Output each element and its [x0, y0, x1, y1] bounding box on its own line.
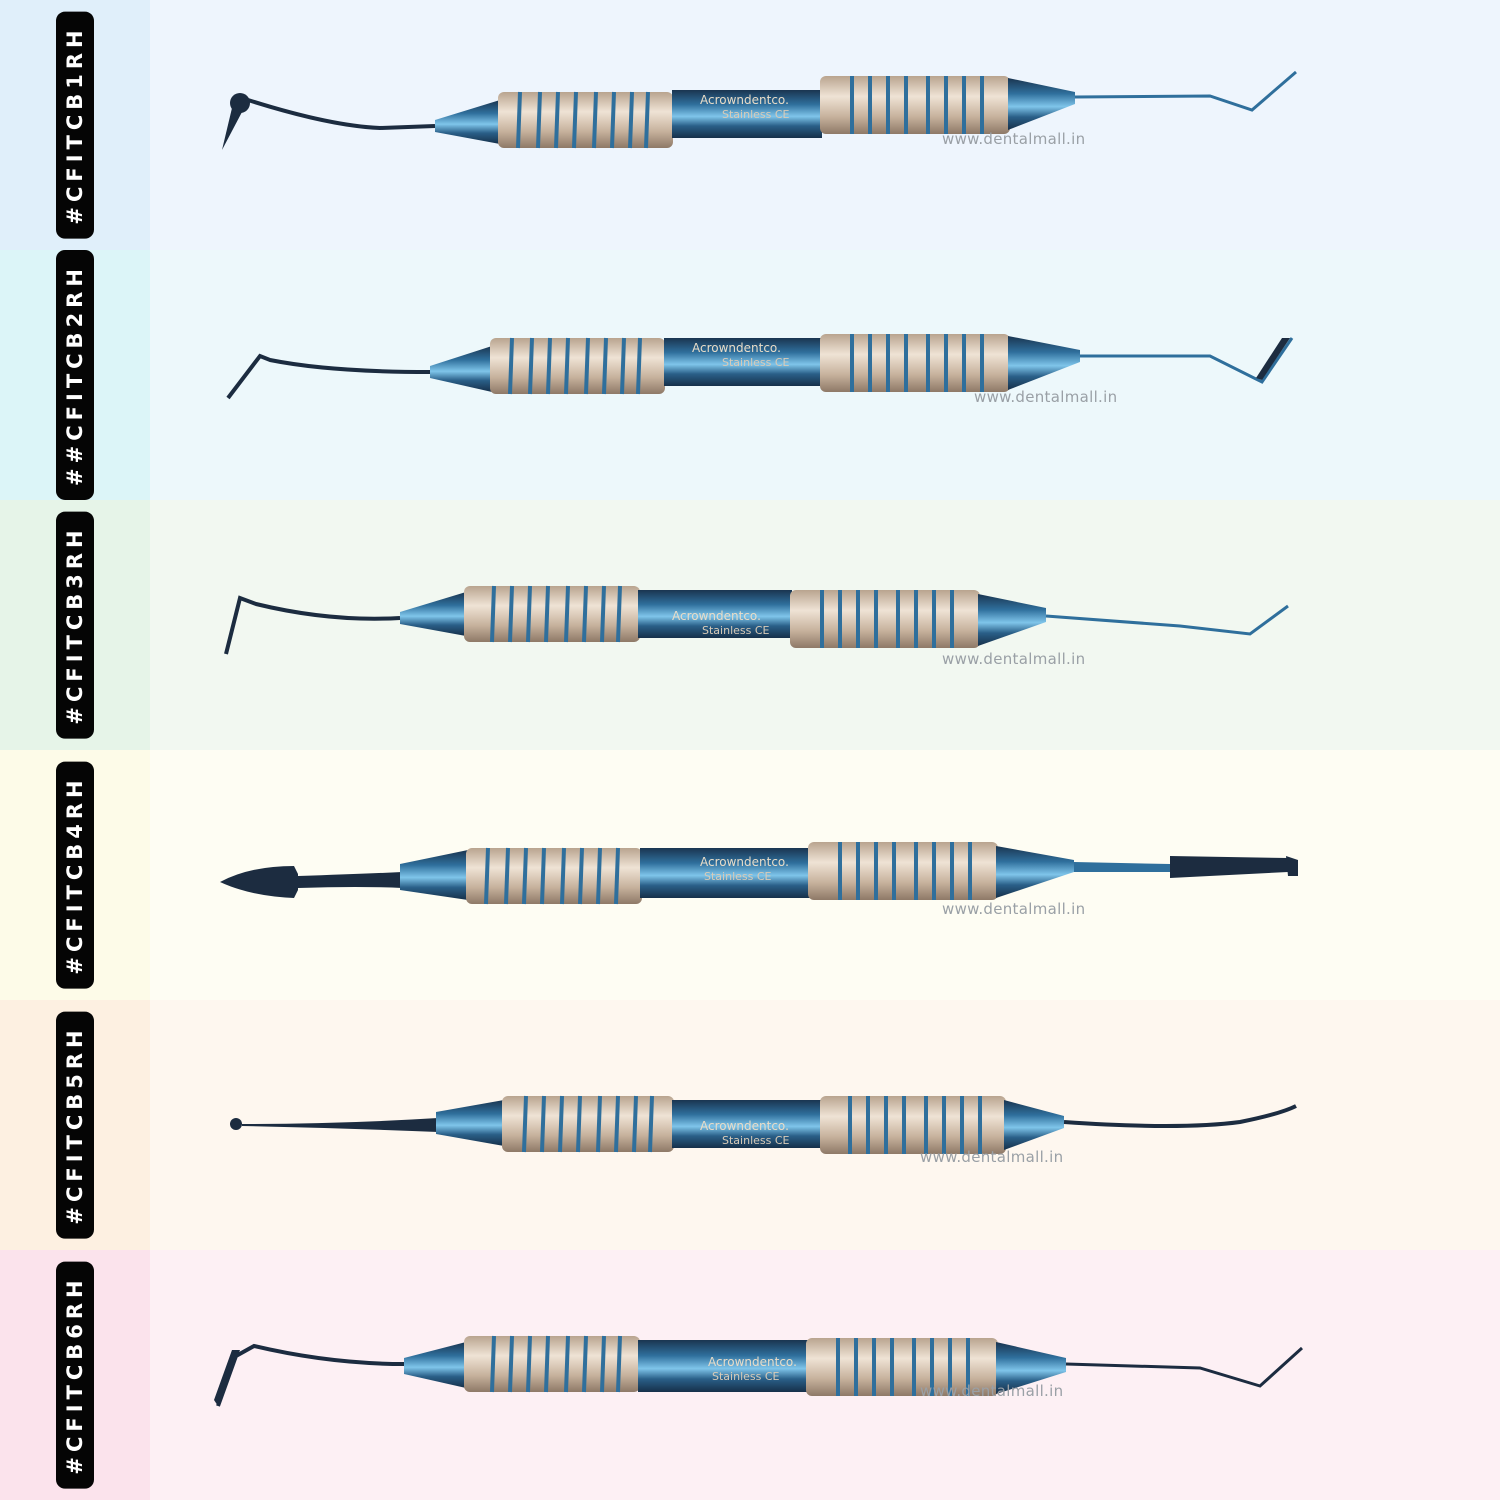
watermark: www.dentalmall.in [974, 388, 1118, 406]
label-column: #CFITCB3RH [0, 500, 150, 750]
watermark: www.dentalmall.in [942, 900, 1086, 918]
svg-text:Stainless CE: Stainless CE [722, 1134, 790, 1147]
product-row-3: #CFITCB3RH Acrowndentco. Stainless CE [0, 500, 1500, 750]
svg-text:Acrowndentco.: Acrowndentco. [672, 609, 761, 623]
watermark: www.dentalmall.in [942, 130, 1086, 148]
product-row-2: ##CFITCB2RH Acrowndentco. Stainless [0, 250, 1500, 500]
svg-text:Stainless CE: Stainless CE [712, 1370, 780, 1383]
svg-text:Stainless CE: Stainless CE [704, 870, 772, 883]
svg-text:Acrowndentco.: Acrowndentco. [700, 1119, 789, 1133]
svg-text:Stainless CE: Stainless CE [722, 108, 790, 121]
watermark: www.dentalmall.in [920, 1148, 1064, 1166]
dental-instrument-image: Acrowndentco. Stainless CE [230, 1095, 1297, 1154]
watermark: www.dentalmall.in [942, 650, 1086, 668]
product-row-1: #CFITCB1RH [0, 0, 1500, 250]
dental-instrument-image: Acrowndentco. Stainless CE [226, 334, 1294, 400]
dental-instrument-image: Acrowndentco. Stainless CE [224, 585, 1289, 655]
dental-instrument-image: Acrowndentco. Stainless CE [220, 842, 1298, 905]
product-row-4: #CFITCB4RH Acrowndentco. [0, 750, 1500, 1000]
svg-text:Stainless CE: Stainless CE [702, 624, 770, 637]
product-row-6: #CFITCB6RH Acrowndentco. Stainless [0, 1250, 1500, 1500]
svg-text:Acrowndentco.: Acrowndentco. [700, 855, 789, 869]
label-column: #CFITCB1RH [0, 0, 150, 250]
label-column: #CFITCB6RH [0, 1250, 150, 1500]
svg-text:Acrowndentco.: Acrowndentco. [708, 1355, 797, 1369]
label-column: #CFITCB5RH [0, 1000, 150, 1250]
label-column: #CFITCB4RH [0, 750, 150, 1000]
product-row-5: #CFITCB5RH Acrowndentco. Stainless [0, 1000, 1500, 1250]
svg-text:Stainless CE: Stainless CE [722, 356, 790, 369]
svg-text:Acrowndentco.: Acrowndentco. [692, 341, 781, 355]
dental-instrument-image: Acrowndentco. Stainless CE [214, 1335, 1304, 1407]
label-column: ##CFITCB2RH [0, 250, 150, 500]
watermark: www.dentalmall.in [920, 1382, 1064, 1400]
brand-engraving: Acrowndentco. [700, 93, 789, 107]
dental-instrument-image: Acrowndentco. Stainless CE [222, 70, 1297, 150]
